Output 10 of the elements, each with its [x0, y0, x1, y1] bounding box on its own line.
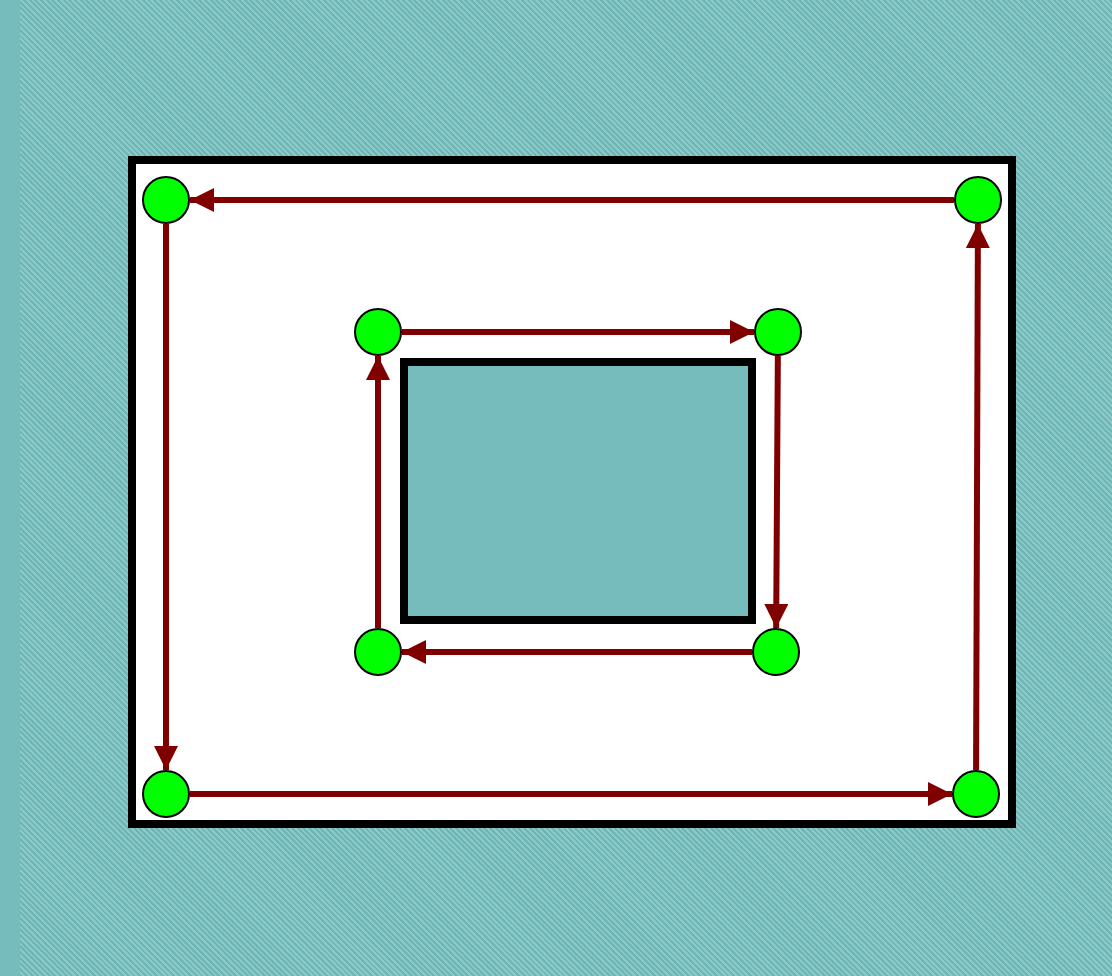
- arrow: [366, 356, 390, 628]
- inner-opening: [400, 358, 756, 624]
- arrow: [190, 782, 952, 806]
- arrow: [402, 320, 754, 344]
- arrow: [154, 224, 178, 770]
- arrow: [190, 188, 954, 212]
- arrow: [764, 355, 789, 629]
- arrow: [402, 640, 752, 664]
- arrow: [965, 224, 990, 770]
- outer-frame: [128, 156, 1016, 828]
